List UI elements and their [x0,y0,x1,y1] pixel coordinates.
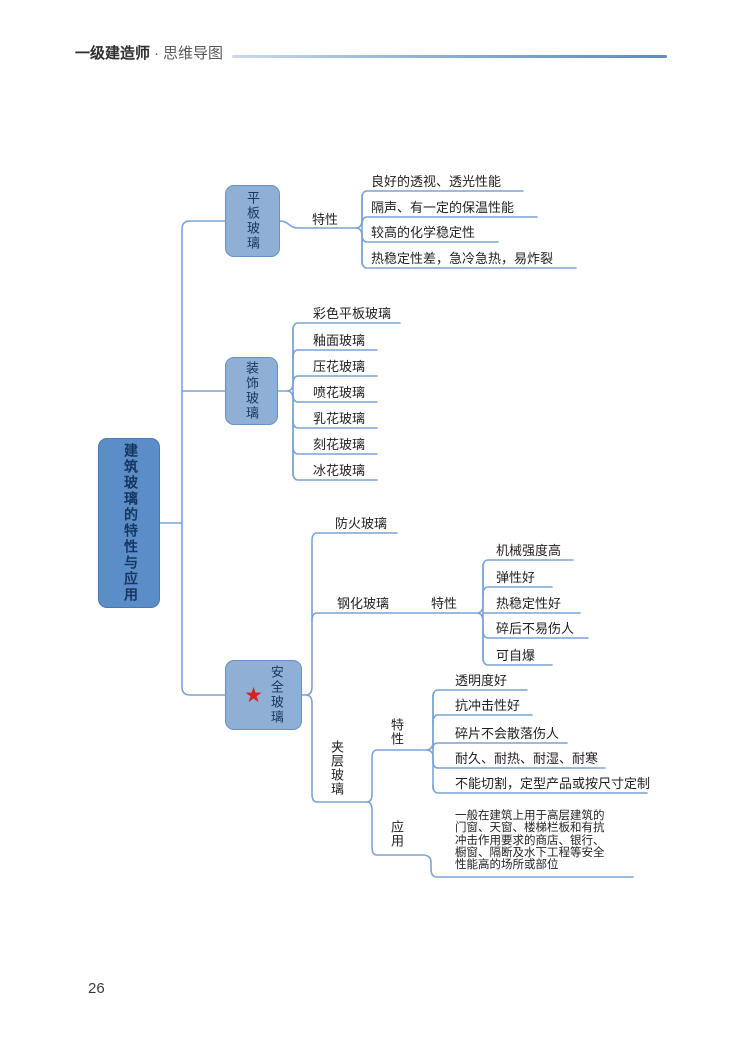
group-label-flat-traits: 特性 [312,212,339,227]
leaf-flat-trait-3: 热稳定性差，急冷急热，易炸裂 [371,251,554,266]
branch-flat-glass-label: 平板玻璃 [245,191,260,251]
leaf-laminated-trait-0: 透明度好 [455,673,508,688]
leaf-tempered-trait-2: 热稳定性好 [496,596,562,611]
group-label-tempered-traits: 特性 [431,596,458,611]
leaf-decor-type-0: 彩色平板玻璃 [313,306,392,321]
leaf-laminated-trait-4: 不能切割，定型产品或按尺寸定制 [455,776,651,791]
group-label-laminated-usage: 应用 [389,820,404,848]
page-number: 26 [88,980,105,997]
leaf-decor-type-3: 喷花玻璃 [313,385,366,400]
header-separator: · [154,45,160,62]
root-node-label: 建筑玻璃的特性与应用 [122,443,137,603]
page-header: 一级建造师·思维导图 [75,42,223,63]
branch-decorative-glass-label: 装饰玻璃 [244,361,259,421]
leaf-decor-type-2: 压花玻璃 [313,359,366,374]
leaf-tempered-trait-4: 可自爆 [496,648,536,663]
branch-node-safety-glass: ★ 安全玻璃 [225,660,302,730]
leaf-decor-type-6: 冰花玻璃 [313,463,366,478]
root-node: 建筑玻璃的特性与应用 [98,438,160,608]
branch-node-flat-glass: 平板玻璃 [225,185,280,257]
node-laminated-glass: 夹层玻璃 [329,740,344,796]
leaf-flat-trait-1: 隔声、有一定的保温性能 [371,200,515,215]
header-rule [232,55,667,58]
leaf-flat-trait-0: 良好的透视、透光性能 [371,174,502,189]
leaf-flat-trait-2: 较高的化学稳定性 [371,225,476,240]
branch-safety-glass-label: 安全玻璃 [268,665,284,725]
leaf-laminated-usage-text: 一般在建筑上用于高层建筑的 门窗、天窗、楼梯栏板和有抗 冲击作用要求的商店、银行… [455,810,605,872]
leaf-laminated-trait-2: 碎片不会散落伤人 [455,726,560,741]
node-tempered-glass: 钢化玻璃 [337,596,390,611]
header-brand: 一级建造师 [75,45,151,62]
leaf-tempered-trait-1: 弹性好 [496,570,536,585]
header-title: 思维导图 [163,45,224,62]
leaf-decor-type-1: 釉面玻璃 [313,333,366,348]
node-fire-glass: 防火玻璃 [335,516,388,531]
leaf-laminated-trait-1: 抗冲击性好 [455,698,521,713]
leaf-decor-type-5: 刻花玻璃 [313,437,366,452]
star-icon: ★ [244,682,263,707]
leaf-decor-type-4: 乳花玻璃 [313,411,366,426]
group-label-laminated-traits: 特性 [389,718,404,746]
leaf-tempered-trait-0: 机械强度高 [496,543,562,558]
branch-node-decorative-glass: 装饰玻璃 [225,357,278,425]
leaf-tempered-trait-3: 碎后不易伤人 [496,621,575,636]
leaf-laminated-trait-3: 耐久、耐热、耐湿、耐寒 [455,751,599,766]
